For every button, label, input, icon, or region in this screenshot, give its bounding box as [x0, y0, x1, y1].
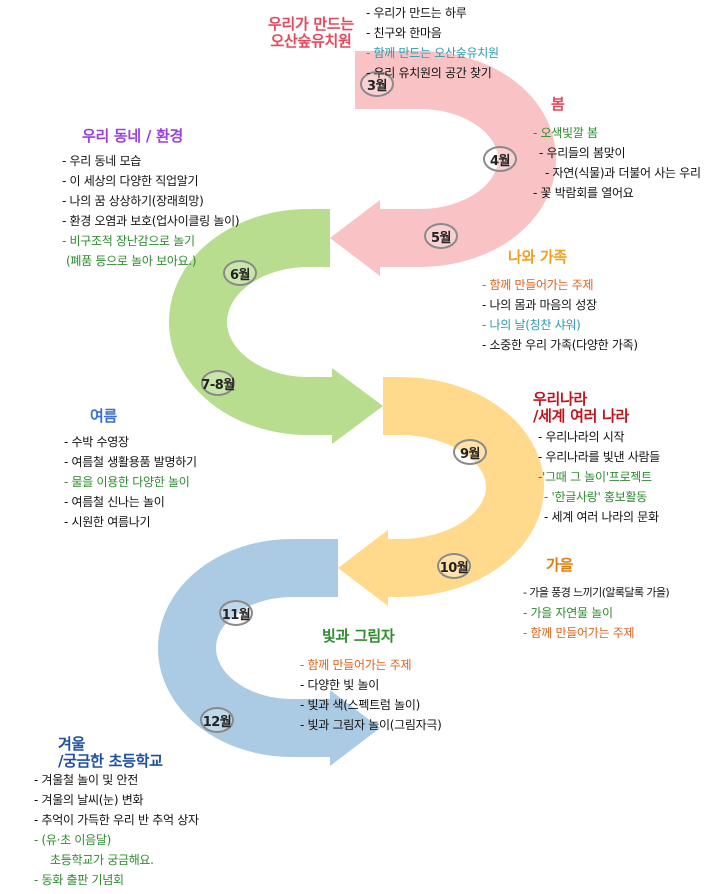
- autumn-segment: [383, 377, 544, 597]
- neighborhood-theme-title: 우리 동네 / 환경: [82, 127, 183, 145]
- spring-topic-item: - 오색빛깔 봄: [533, 126, 598, 140]
- autumn-theme-title: 가을: [546, 556, 574, 574]
- march-theme-title: 우리가 만드는 오산숲유치원: [268, 16, 354, 50]
- winter-topic-item: 초등학교가 궁금해요.: [50, 853, 154, 867]
- neighborhood-topic-note: (폐품 등으로 놀아 보아요.): [66, 254, 197, 268]
- family-topic-item: - 소중한 우리 가족(다양한 가족): [482, 338, 638, 352]
- month-april-marker: 4월: [483, 146, 517, 172]
- autumn-arrowhead: [338, 530, 388, 606]
- light-shadow-topic-item: - 빛과 색(스펙트럼 놀이): [300, 698, 420, 712]
- summer-segment: [169, 209, 332, 435]
- march-topic-item: - 우리가 만드는 하루: [366, 6, 467, 20]
- winter-title-line1: 겨울: [58, 735, 86, 753]
- winter-topic-item: - (유·초 이음달): [34, 833, 112, 847]
- march-title-line2: 오산숲유치원: [270, 32, 352, 50]
- summer-topic-item: - 여름철 신나는 놀이: [64, 495, 165, 509]
- month-july-august-marker: 7-8월: [201, 370, 235, 396]
- winter-topic-item: - 겨울의 날씨(눈) 변화: [34, 793, 144, 807]
- month-october-marker: 10월: [437, 553, 471, 579]
- winter-topic-item: - 겨울철 놀이 및 안전: [34, 773, 139, 787]
- winter-arrowhead: [330, 690, 380, 766]
- march-topic-item: - 함께 만드는 오산숲유치원: [366, 46, 499, 60]
- neighborhood-topic-item: - 환경 오염과 보호(업사이클링 놀이): [62, 214, 240, 228]
- month-march-marker: 3월: [360, 71, 394, 97]
- spring-topic-item: - 자연(식물)과 더불어 사는 우리: [545, 166, 701, 180]
- month-september-marker: 9월: [453, 439, 487, 465]
- family-theme-title: 나와 가족: [508, 248, 567, 266]
- summer-topic-list: - 수박 수영장 - 여름철 생활용품 발명하기 - 물을 이용한 다양한 놀이…: [64, 432, 197, 532]
- march-topic-item: - 우리 유치원의 공간 찾기: [366, 66, 492, 80]
- light-shadow-topic-item: - 빛과 그림자 놀이(그림자극): [300, 718, 442, 732]
- family-topic-item: - 나의 날(칭찬 샤워): [482, 318, 581, 332]
- march-title-line1: 우리가 만드는: [268, 15, 354, 33]
- summer-theme-title: 여름: [90, 407, 118, 425]
- korea-topic-item: - '한글사랑' 홍보활동: [544, 490, 647, 504]
- neighborhood-topic-item: - 우리 동네 모습: [62, 154, 142, 168]
- winter-topic-list: - 겨울철 놀이 및 안전 - 겨울의 날씨(눈) 변화 - 추억이 가득한 우…: [34, 770, 199, 890]
- autumn-topic-item: - 가을 풍경 느끼기(알록달록 가을): [523, 586, 670, 599]
- winter-topic-item: - 동화 출판 기념회: [34, 873, 124, 887]
- light-shadow-topic-item: - 다양한 빛 놀이: [300, 678, 380, 692]
- family-topic-item: - 함께 만들어가는 주제: [482, 278, 594, 292]
- neighborhood-topic-list: - 우리 동네 모습 - 이 세상의 다양한 직업알기 - 나의 꿈 상상하기(…: [62, 151, 240, 271]
- spring-topic-item: - 우리들의 봄맞이: [539, 146, 626, 160]
- korea-topic-item: - 세계 여러 나라의 문화: [544, 510, 659, 524]
- neighborhood-topic-item: - 이 세상의 다양한 직업알기: [62, 174, 199, 188]
- spring-segment: [355, 51, 556, 267]
- neighborhood-topic-item: - 나의 꿈 상상하기(장래희망): [62, 194, 204, 208]
- summer-arrowhead: [332, 368, 383, 444]
- summer-topic-item: - 시원한 여름나기: [64, 515, 151, 529]
- autumn-topic-list: - 가을 풍경 느끼기(알록달록 가을) - 가을 자연물 놀이 - 함께 만들…: [523, 583, 670, 643]
- spring-topic-list: - 오색빛깔 봄 - 우리들의 봄맞이 - 자연(식물)과 더불어 사는 우리 …: [533, 123, 701, 203]
- march-topic-item: - 친구와 한마음: [366, 26, 442, 40]
- winter-topic-item: - 추억이 가득한 우리 반 추억 상자: [34, 813, 199, 827]
- summer-topic-item: - 수박 수영장: [64, 435, 129, 449]
- korea-topic-item: -'그때 그 놀이'프로젝트: [538, 470, 652, 484]
- korea-topic-item: - 우리나라의 시작: [538, 430, 625, 444]
- korea-theme-title: 우리나라 /세계 여러 나라: [533, 391, 629, 425]
- spring-theme-title: 봄: [551, 95, 565, 113]
- winter-title-line2: /궁금한 초등학교: [58, 752, 163, 770]
- summer-topic-item: - 여름철 생활용품 발명하기: [64, 455, 197, 469]
- light-shadow-topic-list: - 함께 만들어가는 주제 - 다양한 빛 놀이 - 빛과 색(스펙트럼 놀이)…: [300, 655, 442, 735]
- korea-topic-list: - 우리나라의 시작 - 우리나라를 빛낸 사람들 -'그때 그 놀이'프로젝트…: [532, 427, 660, 527]
- autumn-topic-item: - 함께 만들어가는 주제: [523, 626, 635, 640]
- month-december-marker: 12월: [200, 707, 234, 733]
- summer-topic-item: - 물을 이용한 다양한 놀이: [64, 475, 190, 489]
- march-topic-list: - 우리가 만드는 하루 - 친구와 한마음 - 함께 만드는 오산숲유치원 -…: [366, 3, 499, 83]
- month-may-marker: 5월: [424, 223, 458, 249]
- spring-topic-item: - 꽃 박람회를 열어요: [533, 186, 634, 200]
- family-topic-item: - 나의 몸과 마음의 성장: [482, 298, 597, 312]
- korea-title-line1: 우리나라: [533, 390, 588, 408]
- month-november-marker: 11월: [219, 600, 253, 626]
- neighborhood-topic-item: - 비구조적 장난감으로 놀기: [62, 234, 195, 248]
- winter-segment: [158, 539, 338, 757]
- winter-theme-title: 겨울 /궁금한 초등학교: [58, 736, 163, 770]
- light-shadow-topic-item: - 함께 만들어가는 주제: [300, 658, 412, 672]
- spring-arrowhead: [330, 200, 380, 276]
- light-shadow-theme-title: 빛과 그림자: [322, 627, 395, 645]
- korea-topic-item: - 우리나라를 빛낸 사람들: [538, 450, 660, 464]
- family-topic-list: - 함께 만들어가는 주제 - 나의 몸과 마음의 성장 - 나의 날(칭찬 샤…: [482, 275, 638, 355]
- korea-title-line2: /세계 여러 나라: [533, 407, 630, 425]
- autumn-topic-item: - 가을 자연물 놀이: [523, 606, 613, 620]
- month-june-marker: 6월: [223, 260, 257, 286]
